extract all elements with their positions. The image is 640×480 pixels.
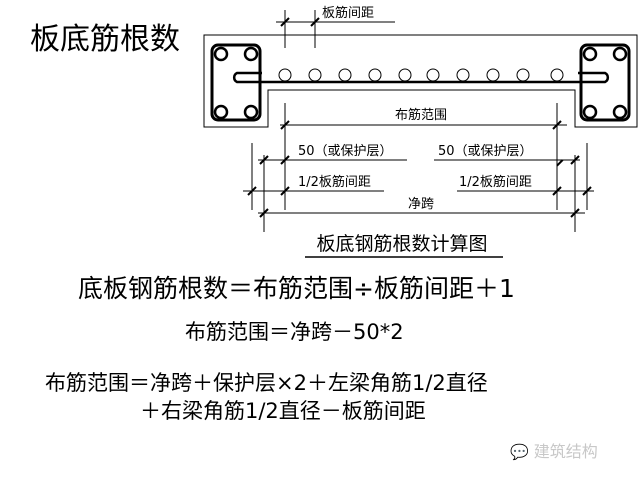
- rebar-count-diagram: 板筋间距 布筋范围 50（或保护层） 50（或保护层） 1/2板筋间距 1/2板…: [203, 5, 638, 258]
- range-label: 布筋范围: [395, 107, 447, 123]
- slab-bottom-rebar: [232, 71, 610, 84]
- spacing-label: 板筋间距: [322, 5, 374, 21]
- cover-right-label: 50（或保护层）: [438, 144, 533, 159]
- dimension-ticks: [247, 17, 592, 218]
- beam-corner-bars: [213, 46, 628, 120]
- wechat-icon: 💬: [510, 443, 529, 461]
- watermark: 💬 建筑结构: [510, 442, 598, 461]
- cover-left-label: 50（或保护层）: [298, 144, 393, 159]
- half-spacing-right-label: 1/2板筋间距: [459, 174, 532, 190]
- diagram-caption: 板底钢筋根数计算图: [316, 233, 487, 255]
- formula-range-detailed: 布筋范围＝净跨＋保护层×2＋左梁角筋1/2直径: [45, 371, 488, 395]
- slide-title: 板底筋根数: [30, 22, 180, 57]
- clear-span-label: 净跨: [408, 197, 434, 212]
- formula-range-detailed-cont: ＋右梁角筋1/2直径－板筋间距: [140, 399, 426, 423]
- half-spacing-left-label: 1/2板筋间距: [298, 174, 371, 190]
- dimension-lines: [243, 10, 594, 232]
- formula-rebar-count: 底板钢筋根数＝布筋范围÷板筋间距＋1: [78, 274, 515, 303]
- slab-beam-outline: [203, 34, 638, 128]
- distribution-bars: [278, 68, 564, 82]
- formula-range-simple: 布筋范围＝净跨－50*2: [185, 320, 404, 344]
